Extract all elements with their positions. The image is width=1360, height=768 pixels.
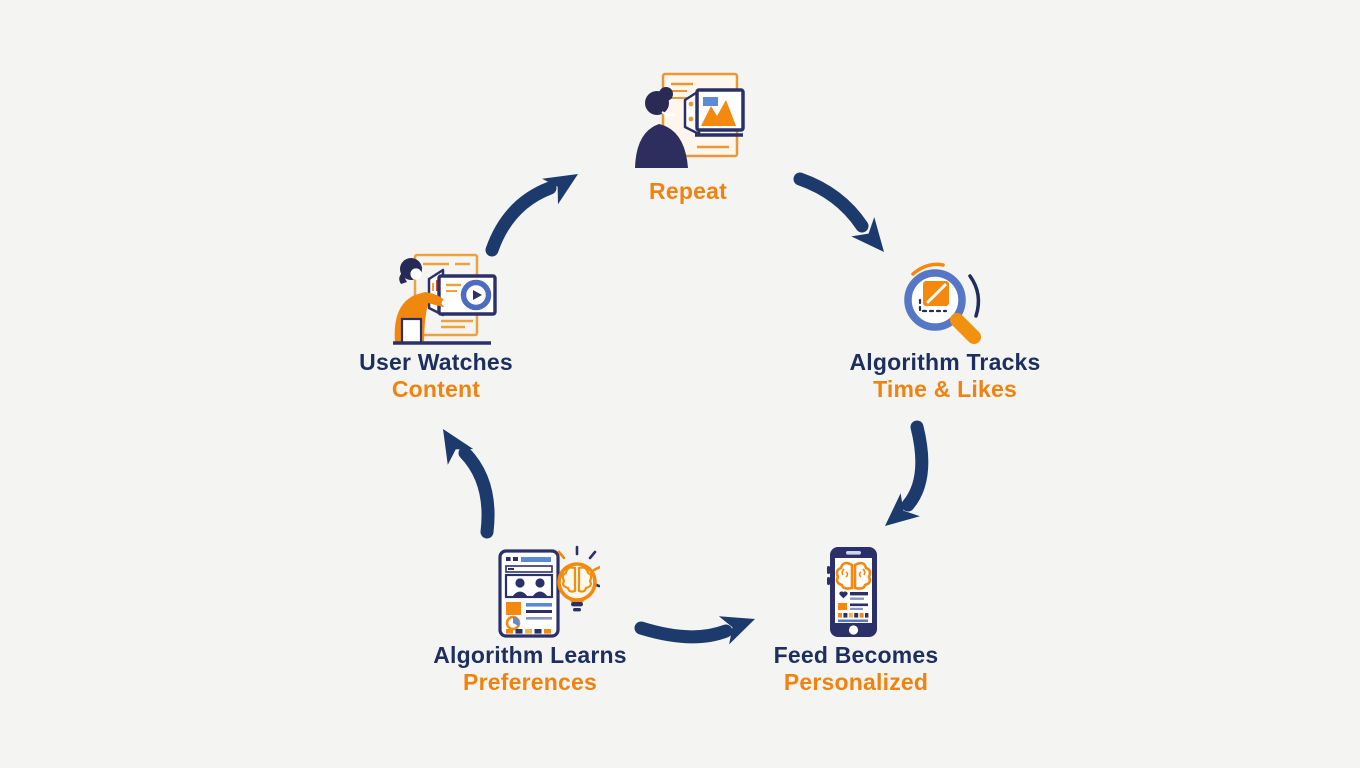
arrow-user-watches-to-repeat — [485, 174, 578, 257]
node-repeat — [633, 70, 745, 170]
label-algorithm-learns: Algorithm Learns Preferences — [400, 643, 660, 695]
user-watches-title: User Watches — [359, 349, 513, 375]
person-watching-screen-icon — [393, 253, 497, 345]
person-viewing-chart-icon — [635, 72, 745, 168]
algorithm-learns-subtitle: Preferences — [463, 669, 597, 695]
node-user-watches — [385, 253, 499, 345]
node-algorithm-learns — [486, 542, 602, 639]
user-watches-subtitle: Content — [391, 376, 481, 402]
node-algorithm-tracks — [885, 260, 997, 354]
algorithm-tracks-subtitle: Time & Likes — [873, 376, 1017, 402]
feed-personalized-subtitle: Personalized — [783, 669, 929, 695]
label-repeat: Repeat — [558, 177, 818, 204]
label-user-watches: User Watches Content — [306, 350, 566, 402]
arrow-algorithm-tracks-to-feed — [885, 420, 929, 526]
repeat-text: Repeat — [649, 178, 727, 204]
label-algorithm-tracks: Algorithm Tracks Time & Likes — [815, 350, 1075, 402]
node-feed-personalized — [820, 544, 886, 640]
label-feed-personalized: Feed Becomes Personalized — [726, 643, 986, 695]
feed-personalized-title: Feed Becomes — [773, 642, 939, 668]
algorithm-learns-title: Algorithm Learns — [433, 642, 627, 668]
arrow-algorithm-learns-to-feed — [634, 616, 755, 645]
smartphone-brain-icon — [827, 547, 877, 637]
algorithm-tracks-title: Algorithm Tracks — [849, 349, 1041, 375]
magnifier-chart-icon — [904, 262, 981, 344]
document-lightbulb-icon — [498, 545, 602, 638]
arrow-algorithm-learns-to-user-watches — [443, 429, 495, 539]
